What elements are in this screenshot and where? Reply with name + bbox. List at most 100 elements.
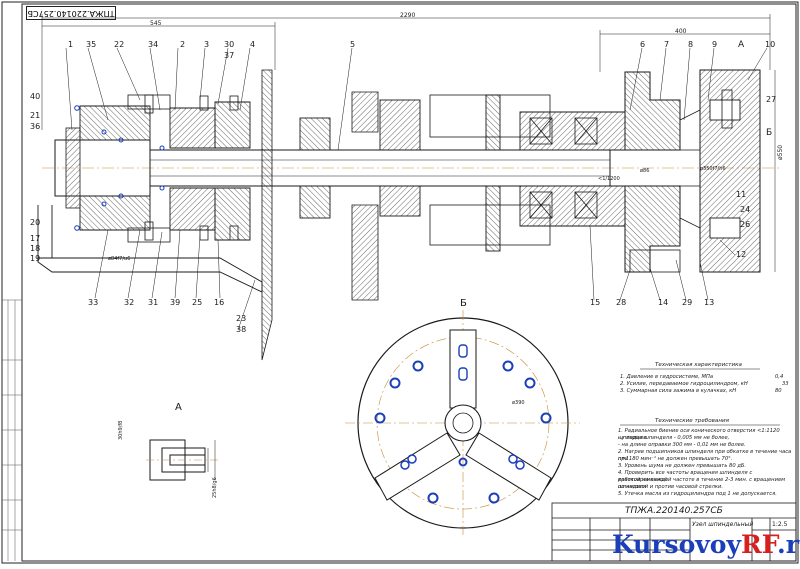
view-a-detail (146, 439, 220, 481)
tech-req-heading: Технические требования (655, 418, 730, 424)
title-block-name: Узел шпиндельный (692, 521, 754, 528)
part-number: 40 (30, 92, 41, 101)
dim-right-span: 400 (675, 28, 687, 35)
part-number: 26 (740, 220, 751, 229)
piston (169, 107, 216, 231)
seal-rings (74, 105, 165, 231)
title-block (551, 502, 797, 562)
headstock-wall (351, 91, 379, 301)
housing-bracket (37, 257, 263, 293)
inner-frame (21, 3, 797, 562)
left-mounting-flange (261, 69, 273, 361)
tech-req-line: по часовой и против часовой стрелки. (618, 484, 724, 490)
part-number: 38 (236, 325, 247, 334)
part-number: 2 (180, 40, 186, 49)
part-number: 37 (224, 51, 235, 60)
part-number: 11 (736, 190, 747, 199)
view-a-label: А (175, 402, 182, 413)
chuck-jaw-top (709, 99, 741, 121)
view-b-chuck (345, 310, 580, 535)
tech-req-line: 2. Нагрев подшипников шпинделя при обкат… (618, 449, 792, 463)
part-number: 20 (30, 218, 41, 227)
chuck-body (624, 71, 681, 273)
part-number: 9 (712, 40, 718, 49)
dim-bottom-fit: ø84f7/u6 (108, 256, 131, 262)
dim-jaw-dia: ø390 (512, 400, 525, 406)
housing-bracket-inner (37, 205, 53, 262)
part-number: 23 (236, 314, 247, 323)
dim-right-dia: ø350f7/h6 (700, 166, 726, 172)
tech-req-line: n=1180 мин⁻¹ не должен превышать 70°. (618, 456, 733, 462)
tech-spec-value: 80 (775, 388, 782, 394)
section-arrow-b: Б (766, 128, 773, 138)
front-bearing-housing (519, 111, 626, 227)
part-number: 33 (88, 298, 99, 307)
part-number: 6 (640, 40, 646, 49)
title-block-scale: 1:2.5 (772, 521, 788, 528)
part-number: 29 (682, 298, 693, 307)
cylinder-cover-bottom (127, 227, 171, 243)
part-number: 3 (204, 40, 210, 49)
part-number: 7 (664, 40, 670, 49)
part-number: 34 (148, 40, 159, 49)
title-block-code: ТПЖА.220140.257СБ (625, 506, 723, 516)
tech-spec-line: 1. Давление в гидросистеме, МПа (620, 374, 714, 380)
tech-req-line: работой на каждой частоте в течение 2-3 … (618, 477, 786, 491)
dim-left-span: 545 (150, 20, 162, 27)
dim-chuck-dia: ø550 (777, 144, 784, 160)
part-number: 27 (766, 95, 777, 104)
dim-ret: ø86 (640, 168, 650, 174)
part-number: 21 (30, 111, 41, 120)
section-arrow-a: А (738, 40, 745, 50)
tech-req-line: 1. Радиальное биение оси конического отв… (618, 428, 780, 442)
part-number: 31 (148, 298, 159, 307)
tech-req-line: 3. Уровень шума не должен превышать 80 д… (618, 463, 747, 469)
part-number: 12 (736, 250, 747, 259)
dim-overall: 2290 (400, 12, 416, 19)
part-number: 35 (86, 40, 97, 49)
chuck-bolt-holes (374, 360, 552, 504)
tech-req-line: - на длине оправки 300 мм - 0,01 мм не б… (618, 442, 746, 448)
part-number: 4 (250, 40, 256, 49)
jaw-screw (721, 89, 733, 129)
tech-spec-frame (620, 368, 780, 426)
tech-req-line: 5. Утечка масла из гидроцилиндра под 1 н… (618, 491, 777, 497)
chuck-jaw-bottom (709, 217, 741, 239)
site-watermark: KursovoyRF.ru (612, 530, 800, 559)
dim-view-a-2: 25h8/g6 (212, 477, 218, 498)
part-number: 36 (30, 122, 41, 131)
front-bearings (529, 117, 598, 219)
drawing-code-stamp: ТПЖА.220140.257СБ (26, 6, 116, 20)
tech-spec-value: 0,4 (775, 374, 784, 380)
chuck-wedge (679, 109, 701, 229)
part-number: 15 (590, 298, 601, 307)
part-number: 25 (192, 298, 203, 307)
leader-lines (65, 47, 768, 331)
hydraulic-cylinder (79, 105, 151, 231)
part-number: 24 (740, 205, 751, 214)
part-number: 16 (214, 298, 225, 307)
view-b-label: Б (460, 298, 467, 309)
cylinder-bolts (144, 94, 239, 241)
tech-spec-line: 2. Усилие, передаваемое гидроцилиндром, … (620, 381, 748, 387)
dim-cone: <1/1200 (598, 176, 620, 182)
tube-end-left (65, 127, 81, 209)
watermark-part3: .ru (777, 530, 800, 559)
part-number: 28 (616, 298, 627, 307)
part-number: 1 (68, 40, 74, 49)
part-number: 32 (124, 298, 135, 307)
tech-req-line: - у торца шпинделя - 0,005 мм не более, (618, 435, 730, 441)
watermark-part2: RF (741, 530, 778, 559)
watermark-part1: Kursovoy (612, 530, 742, 559)
part-number: 5 (350, 40, 356, 49)
tech-spec-line: 3. Суммарная сила зажима в кулачках, кН (620, 388, 737, 394)
part-number: 22 (114, 40, 125, 49)
part-number: 10 (765, 40, 776, 49)
part-number: 18 (30, 244, 41, 253)
dimension-lines (41, 14, 776, 272)
piston-housing (214, 101, 251, 241)
rear-plate (629, 249, 681, 273)
